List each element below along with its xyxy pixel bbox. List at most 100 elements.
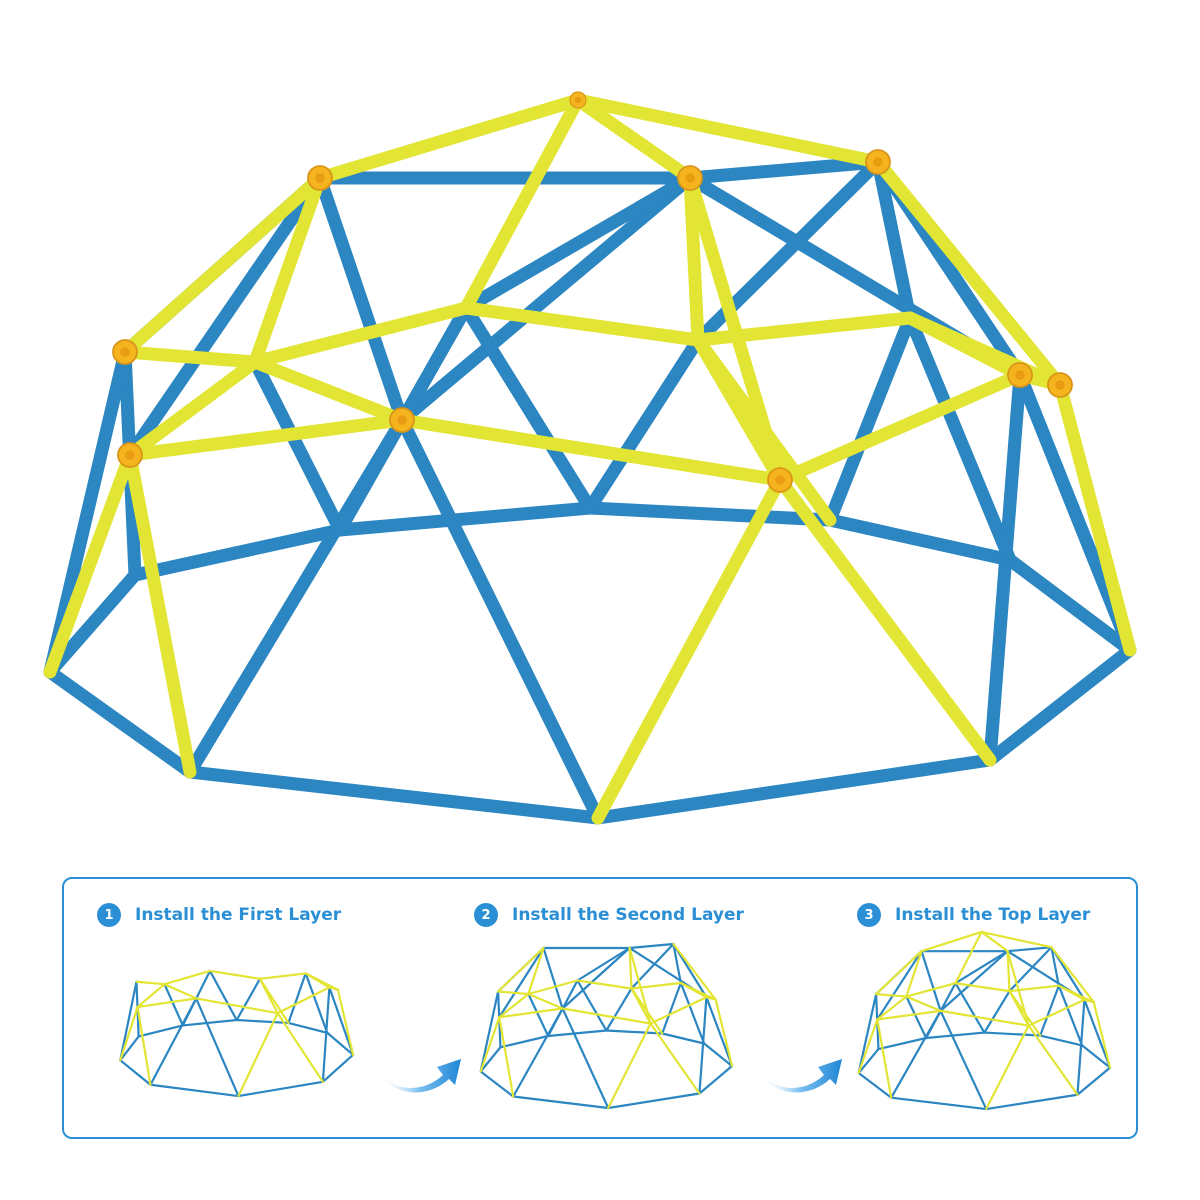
blue-tube	[605, 1029, 664, 1035]
yellow-tube	[497, 946, 545, 993]
dome-second-layer-icon	[479, 942, 734, 1110]
step-3-number-badge: 3	[857, 903, 881, 927]
yellow-tube	[1092, 1001, 1112, 1069]
yellow-tube	[1027, 1024, 1079, 1096]
blue-tube	[235, 977, 262, 1022]
blue-tube	[479, 1070, 515, 1098]
blue-tube	[208, 969, 238, 1022]
blue-tube	[983, 643, 1137, 767]
yellow-tubes	[43, 93, 1137, 825]
yellow-tube	[123, 413, 409, 462]
yellow-tube	[498, 1007, 564, 1019]
blue-tube	[920, 950, 942, 1012]
yellow-tube	[607, 1022, 652, 1110]
blue-tube	[542, 946, 564, 1010]
blue-tube	[679, 981, 706, 1045]
yellow-tube	[876, 995, 908, 1021]
installation-steps-panel: 1 Install the First Layer 2 Install the …	[62, 877, 1138, 1139]
yellow-tube	[276, 986, 331, 1015]
yellow-tube	[903, 311, 1027, 382]
blue-tube	[149, 1083, 240, 1098]
blue-tube	[547, 1029, 608, 1038]
yellow-tube	[1050, 946, 1095, 1004]
yellow-tube	[258, 977, 290, 1025]
yellow-tube	[1006, 950, 1030, 1027]
blue-tube	[630, 942, 675, 990]
blue-tube	[954, 950, 1009, 985]
connector-hub-center	[315, 173, 325, 183]
yellow-tube	[123, 355, 262, 462]
yellow-tube	[479, 1016, 501, 1073]
yellow-tube	[876, 1009, 942, 1021]
blue-tube	[939, 950, 1009, 1012]
yellow-tube	[118, 345, 262, 369]
yellow-tube	[857, 1018, 879, 1075]
connector-hub-center	[574, 96, 582, 104]
blue-tube	[287, 972, 307, 1025]
yellow-tube	[527, 992, 564, 1010]
blue-tube	[628, 942, 675, 950]
yellow-tube	[395, 413, 787, 487]
curved-arrow-icon	[758, 1059, 842, 1093]
blue-tube	[983, 1031, 1042, 1037]
blue-tube	[321, 986, 331, 1083]
yellow-tube	[208, 969, 262, 980]
yellow-tube	[527, 979, 579, 996]
blue-tube	[328, 986, 355, 1056]
connector-hub-center	[397, 415, 407, 425]
blue-tube	[183, 765, 605, 825]
blue-tube	[479, 990, 500, 1073]
blue-tube	[605, 987, 633, 1032]
blue-tube	[304, 972, 329, 1034]
blue-tube	[857, 1071, 893, 1099]
blue-tube	[237, 1080, 324, 1098]
yellow-tube	[1057, 984, 1086, 1001]
yellow-tube	[459, 93, 585, 315]
yellow-tube	[905, 950, 923, 998]
yellow-tube	[576, 979, 633, 990]
yellow-tube	[123, 448, 197, 779]
yellow-tube	[875, 992, 908, 998]
yellow-tube	[561, 1007, 652, 1025]
blue-tube	[705, 996, 734, 1068]
yellow-tube	[571, 93, 885, 169]
yellow-tube	[498, 1016, 515, 1098]
blue-tube	[123, 171, 327, 462]
blue-tube	[119, 1059, 152, 1086]
yellow-tube	[135, 980, 166, 986]
blue-tube	[499, 1034, 550, 1049]
blue-tube	[321, 1053, 355, 1083]
blue-tube	[877, 1036, 928, 1051]
yellow-tube	[118, 171, 327, 359]
yellow-tube	[905, 995, 942, 1012]
blue-tube	[698, 996, 708, 1095]
yellow-tube	[876, 1018, 893, 1099]
blue-tube	[823, 311, 917, 527]
blue-tube	[1076, 998, 1086, 1096]
blue-tube	[607, 1092, 701, 1110]
blue-tube	[871, 155, 917, 325]
blue-tube	[905, 995, 928, 1040]
blue-tube	[561, 946, 631, 1010]
yellow-tube	[195, 997, 279, 1015]
yellow-tube	[336, 988, 355, 1056]
blue-tube	[1003, 553, 1137, 657]
blue-tube	[1050, 946, 1060, 987]
yellow-tube	[276, 1012, 324, 1083]
blue-tube	[512, 1095, 610, 1110]
yellow-tube	[980, 930, 1009, 953]
connector-hub-center	[775, 475, 785, 485]
yellow-tube	[920, 930, 983, 953]
blue-tube	[43, 665, 197, 779]
blue-tube	[703, 1042, 734, 1068]
yellow-tube	[1006, 950, 1011, 993]
blue-tube	[683, 155, 885, 185]
connector-hub-center	[120, 347, 130, 357]
yellow-tube	[497, 990, 530, 996]
yellow-tube	[649, 996, 708, 1025]
blue-tube	[672, 942, 682, 985]
yellow-tube	[119, 1005, 139, 1062]
connector-hub-center	[685, 173, 695, 183]
step-3-heading: 3 Install the Top Layer	[857, 903, 1090, 927]
blue-tube	[698, 1064, 734, 1095]
